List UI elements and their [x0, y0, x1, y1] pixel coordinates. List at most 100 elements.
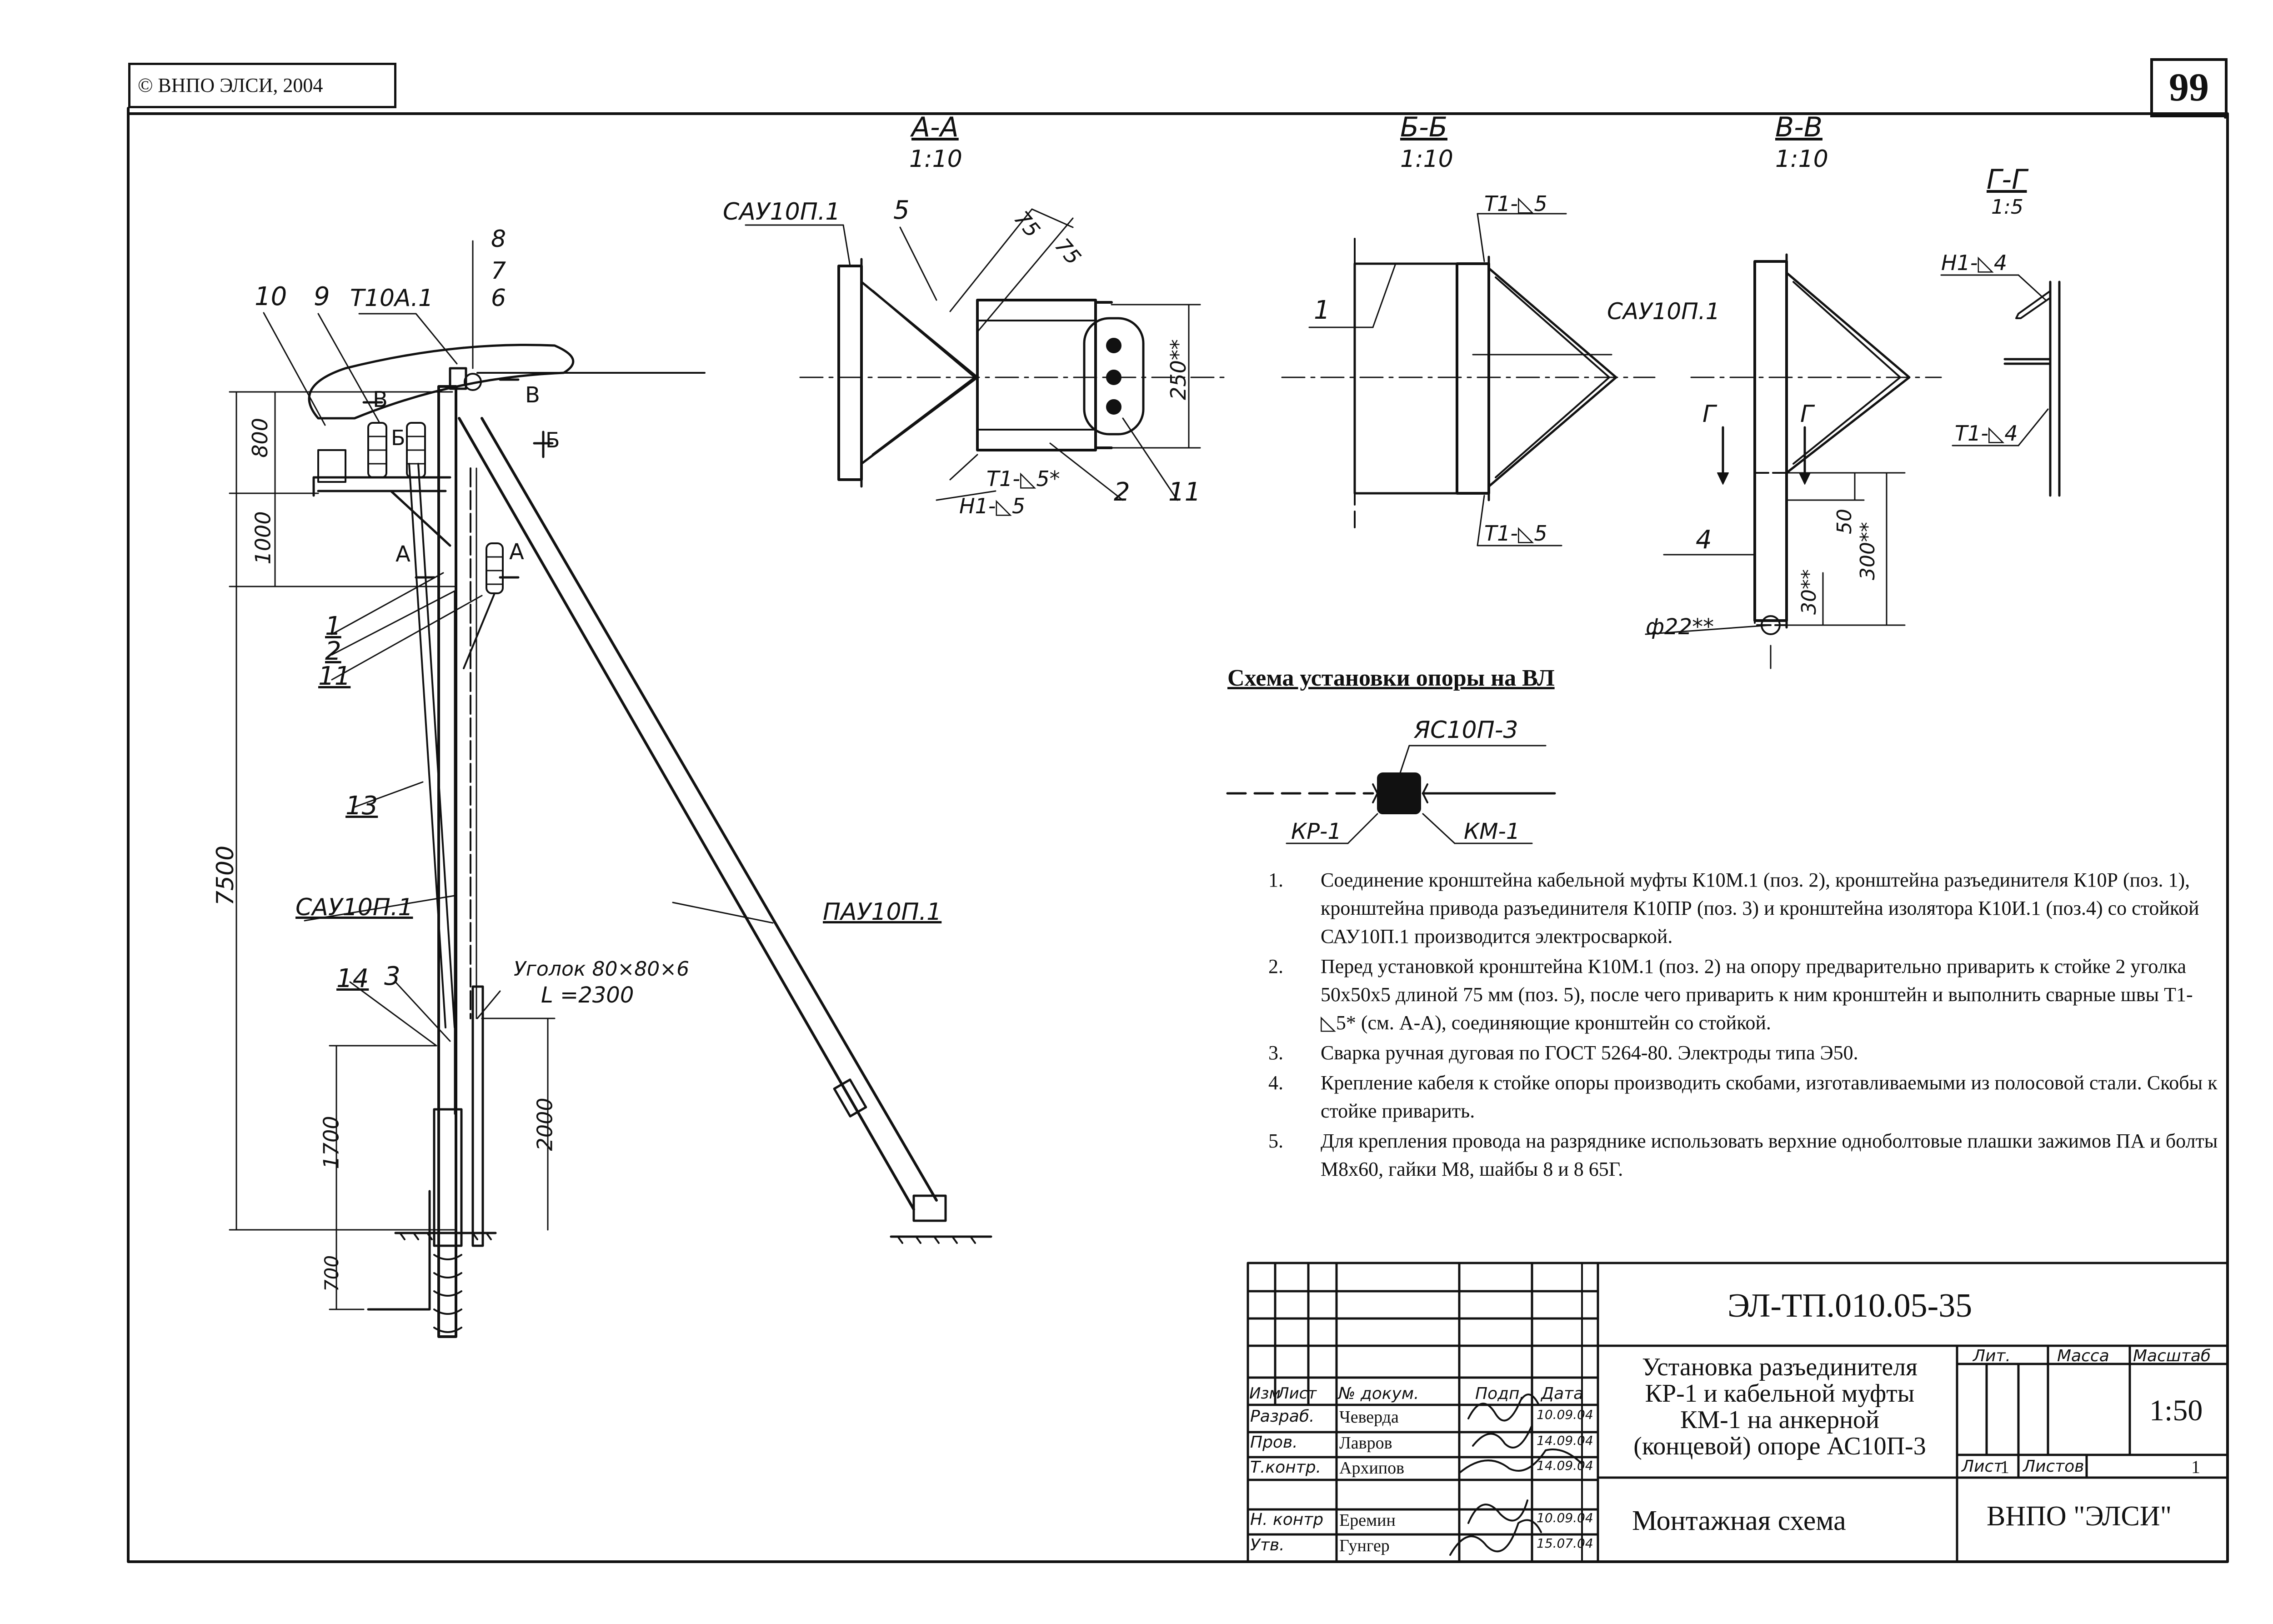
mass-label: Масса: [2057, 1347, 2109, 1365]
aa-label-sau: САУ10П.1: [723, 198, 841, 226]
bb-weld-top: Т1-◺5: [1484, 191, 1547, 216]
dim-1000: 1000: [250, 511, 275, 565]
main-view: [229, 240, 992, 1338]
section-aa-scale: 1:10: [909, 145, 962, 173]
note-text: Сварка ручная дуговая по ГОСТ 5264-80. Э…: [1321, 1042, 1858, 1064]
dim-800: 800: [247, 418, 272, 458]
section-gg-scale: 1:5: [1991, 195, 2023, 219]
doc-title-line-2: КР-1 и кабельной муфты: [1645, 1379, 1915, 1408]
doc-title-line-4: (концевой) опоре АС10П-3: [1633, 1432, 1926, 1460]
role-date: 10.09.04: [1537, 1407, 1593, 1422]
section-bb-scale: 1:10: [1400, 145, 1453, 173]
note-number: 3.: [1268, 1042, 1283, 1064]
pos-3: 3: [384, 962, 401, 991]
role-date: 14.09.04: [1537, 1433, 1593, 1448]
pole-shaft: [437, 385, 457, 1338]
signatures: [1449, 1393, 1583, 1556]
ground-angle: [471, 985, 484, 1247]
vv-dim-30: 30**: [1797, 569, 1821, 615]
aa-dim-250: 250**: [1166, 339, 1191, 400]
pos-13: 13: [345, 791, 378, 821]
sheets-label: Листов: [2023, 1457, 2084, 1476]
cut-v-right: В: [525, 382, 540, 408]
dim-7500: 7500: [212, 845, 240, 906]
pos-7: 7: [491, 257, 506, 285]
note-text: Перед установкой кронштейна К10М.1 (поз.…: [1321, 955, 2193, 1034]
vv-cut-g-right: Г: [1800, 401, 1813, 428]
pos-1: 1: [325, 612, 341, 641]
org-name: ВНПО "ЭЛСИ": [1987, 1501, 2172, 1532]
role-role: Разраб.: [1250, 1407, 1315, 1426]
section-vv-drawing: [1645, 253, 1942, 669]
doc-title: Установка разъединителя КР-1 и кабельной…: [1600, 1354, 1959, 1459]
note-number: 1.: [1268, 869, 1283, 891]
aa-pos-5: 5: [893, 195, 910, 225]
role-role: Т.контр.: [1250, 1458, 1322, 1477]
section-bb-drawing: [1281, 213, 1656, 546]
cut-b-right: Б: [546, 428, 560, 452]
note-item: 4. Крепление кабеля к стойке опоры произв…: [1268, 1069, 2218, 1125]
cut-v-left: В: [373, 387, 388, 412]
note-text: Крепление кабеля к стойке опоры производ…: [1321, 1072, 2218, 1122]
lit-label: Лит.: [1973, 1347, 2011, 1365]
role-role: Н. контр: [1250, 1510, 1324, 1529]
hdr-podp: Подп.: [1475, 1384, 1525, 1403]
label-angle: Уголок 80×80×6: [514, 957, 690, 981]
scheme-left-label: КР-1: [1291, 819, 1342, 844]
role-name: Лавров: [1339, 1434, 1392, 1453]
section-vv-scale: 1:10: [1775, 145, 1828, 173]
aa-pos-11: 11: [1168, 477, 1201, 507]
vv-dim-300: 300**: [1856, 522, 1879, 580]
sheet-label: Лист: [1962, 1457, 2003, 1476]
gg-weld-top: Н1-◺4: [1941, 251, 2008, 275]
aa-weld-t1: Т1-◺5*: [986, 466, 1060, 491]
dim-2000: 2000: [532, 1098, 557, 1151]
doc-title-line-1: Установка разъединителя: [1642, 1353, 1918, 1381]
pos-6: 6: [491, 285, 506, 312]
role-date: 15.07.04: [1537, 1536, 1593, 1551]
role-name: Еремин: [1339, 1511, 1396, 1530]
gg-weld-bottom: Т1-◺4: [1955, 421, 2018, 446]
label-pau: ПАУ10П.1: [823, 898, 942, 926]
role-name: Архипов: [1339, 1459, 1405, 1478]
hdr-data: Дата: [1541, 1384, 1584, 1403]
note-item: 1. Соединение кронштейна кабельной муфты …: [1268, 866, 2218, 951]
note-text: Соединение кронштейна кабельной муфты К1…: [1321, 869, 2199, 947]
scheme-support-mark: [1377, 772, 1421, 814]
cut-a-right: А: [509, 539, 524, 565]
doc-title-line-3: КМ-1 на анкерной: [1680, 1406, 1880, 1434]
role-date: 10.09.04: [1537, 1510, 1593, 1525]
scale-label: Масштаб: [2133, 1347, 2211, 1365]
sheet-value: 1: [2000, 1457, 2009, 1477]
sheets-value: 1: [2191, 1457, 2200, 1477]
pos-14: 14: [336, 964, 369, 993]
cut-b-left: Б: [391, 426, 406, 450]
note-number: 4.: [1268, 1072, 1283, 1094]
note-number: 5.: [1268, 1130, 1283, 1152]
scheme-support-label: ЯС10П-3: [1414, 717, 1518, 744]
section-bb-title: Б-Б: [1400, 111, 1447, 143]
aa-pos-2: 2: [1114, 477, 1130, 507]
label-length: L =2300: [541, 982, 634, 1008]
scheme-drawing: [1226, 745, 1556, 844]
section-aa-title: А-А: [911, 111, 959, 143]
sheet-frame: [127, 107, 2229, 1563]
role-date: 14.09.04: [1537, 1458, 1593, 1473]
scheme-title: Схема установки опоры на ВЛ: [1227, 665, 1555, 691]
note-text: Для крепления провода на разряднике испо…: [1321, 1130, 2218, 1180]
pos-11: 11: [318, 662, 351, 691]
scheme-right-label: КМ-1: [1464, 819, 1520, 844]
role-name: Чеверда: [1339, 1408, 1399, 1427]
bb-weld-bottom: Т1-◺5: [1484, 521, 1547, 546]
vv-dim-50: 50: [1833, 509, 1856, 534]
page-number: 99: [2150, 58, 2228, 117]
scale-value: 1:50: [2149, 1394, 2203, 1427]
cut-a-left: А: [396, 541, 411, 567]
pos-2: 2: [325, 637, 341, 666]
vv-pos-4: 4: [1696, 525, 1712, 555]
note-number: 2.: [1268, 955, 1283, 977]
section-aa-drawing: [745, 208, 1228, 501]
vv-hole: ф22**: [1646, 614, 1714, 640]
